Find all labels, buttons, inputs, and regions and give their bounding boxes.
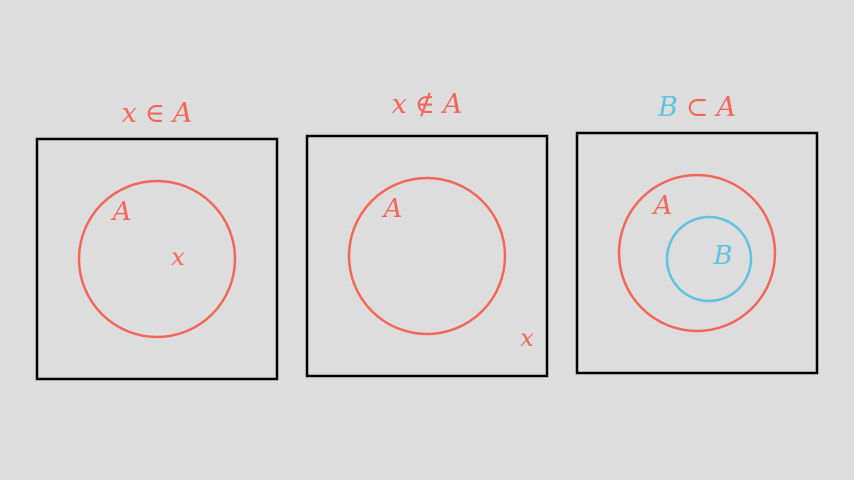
set-a-circle <box>347 176 507 336</box>
set-a-label: A <box>652 191 673 221</box>
set-a-circle <box>617 173 777 333</box>
title-left: B <box>657 92 678 123</box>
title-operator: ⊂ <box>686 92 709 123</box>
set-a-label: A <box>382 194 403 224</box>
universe-frame <box>35 137 279 381</box>
set-b-circle <box>665 215 753 303</box>
title-right: A <box>170 98 193 129</box>
set-b-label: B <box>712 241 732 271</box>
panel-subset-of-title: B ⊂A <box>657 92 736 123</box>
panel-subset-of: B⊂A A B <box>575 92 819 375</box>
element-x-label: x <box>520 324 534 352</box>
set-a-circle <box>77 179 237 339</box>
title-operator: ∈ <box>145 98 165 129</box>
panel-not-element-of-title: x ∉A <box>392 89 463 120</box>
panel-element-of-title: x ∈A <box>122 98 193 129</box>
universe-frame <box>305 134 549 378</box>
set-a-label: A <box>111 197 132 227</box>
panel-not-element-of: x∉A A x <box>305 89 549 378</box>
title-operator: ∉ <box>415 89 435 120</box>
title-right: A <box>440 89 463 120</box>
title-right: A <box>713 92 736 123</box>
panel-element-of: x∈A A x <box>35 98 279 381</box>
element-x-label: x <box>171 243 185 271</box>
title-left: x <box>122 98 137 129</box>
title-left: x <box>392 89 407 120</box>
universe-frame <box>575 131 819 375</box>
